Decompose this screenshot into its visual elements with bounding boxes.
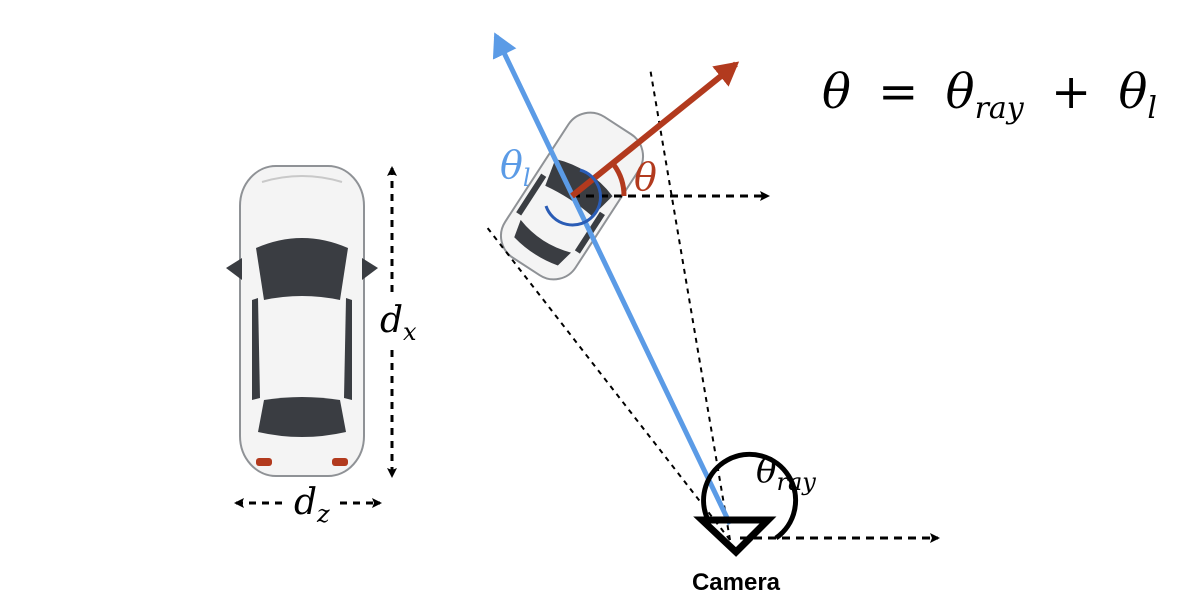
ray-arrow — [492, 32, 733, 526]
theta-ray-arc — [701, 451, 799, 541]
theta-arc — [611, 163, 627, 197]
dz-label: dz — [294, 482, 330, 528]
theta-l-arc — [544, 168, 602, 227]
dx-label: dx — [380, 300, 417, 346]
theta-l-label: θl — [500, 143, 531, 192]
car-top-view — [226, 165, 378, 477]
theta-label: θ — [634, 155, 657, 199]
orientation-equation: θ = θray + θl — [822, 64, 1157, 130]
camera-label: Camera — [692, 569, 781, 596]
camera-icon — [693, 516, 777, 557]
frustum-line-left — [485, 225, 731, 541]
theta-ray-label: θray — [756, 451, 816, 496]
heading-arrow — [570, 61, 740, 199]
